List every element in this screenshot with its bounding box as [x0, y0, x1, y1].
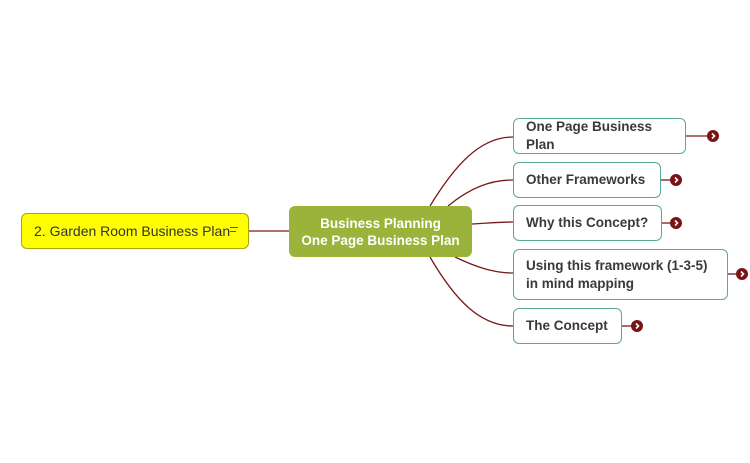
subtopic-label-line1: Using this framework (1-3-5) — [526, 257, 708, 273]
expand-icon[interactable] — [707, 130, 719, 142]
connector-1 — [429, 136, 514, 207]
expand-icon[interactable] — [631, 320, 643, 332]
central-topic-line2: One Page Business Plan — [301, 232, 460, 248]
note-icon[interactable] — [230, 224, 238, 236]
subtopic-label: One Page Business Plan — [526, 119, 653, 152]
expand-icon[interactable] — [670, 217, 682, 229]
subtopic-other-frameworks[interactable]: Other Frameworks — [513, 162, 661, 198]
subtopic-one-page-business-plan[interactable]: One Page Business Plan — [513, 118, 686, 154]
connector-3 — [471, 221, 514, 225]
central-topic[interactable]: Business Planning One Page Business Plan — [289, 206, 472, 257]
subtopic-label-line2: in mind mapping — [526, 275, 634, 291]
topic-label: 2. Garden Room Business Plan — [34, 223, 231, 239]
topic-garden-room-business-plan[interactable]: 2. Garden Room Business Plan — [21, 213, 249, 249]
subtopic-label: Why this Concept? — [526, 215, 649, 230]
central-topic-line1: Business Planning — [320, 215, 441, 231]
connector-2 — [447, 179, 514, 207]
subtopic-the-concept[interactable]: The Concept — [513, 308, 622, 344]
connector-4 — [454, 256, 514, 274]
subtopic-why-this-concept[interactable]: Why this Concept? — [513, 205, 662, 241]
subtopic-label: The Concept — [526, 318, 608, 333]
subtopic-using-this-framework[interactable]: Using this framework (1-3-5) in mind map… — [513, 249, 728, 300]
expand-icon[interactable] — [736, 268, 748, 280]
connector-5 — [429, 256, 514, 327]
subtopic-label: Other Frameworks — [526, 172, 646, 187]
expand-icon[interactable] — [670, 174, 682, 186]
